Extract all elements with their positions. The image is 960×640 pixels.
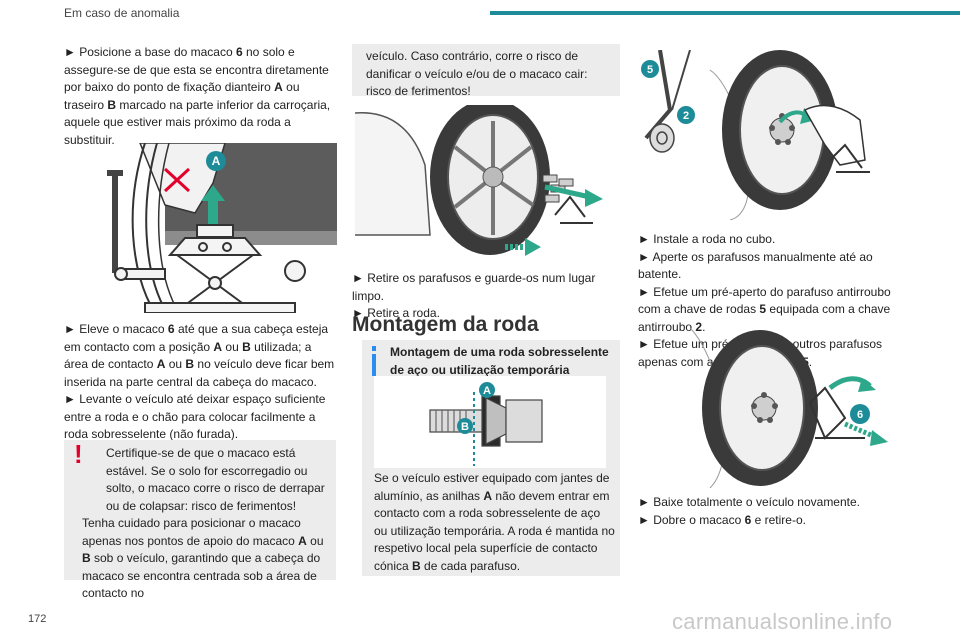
- warning-text-2: Tenha cuidado para posicionar o macaco a…: [82, 515, 330, 603]
- watermark: carmanualsonline.info: [672, 609, 893, 634]
- wheel-fitting-illustration: 5 2: [641, 50, 870, 220]
- paragraph-remove-bolts: ► Retire os parafusos e guarde-os num lu…: [352, 271, 596, 303]
- warning-text-span: Tenha cuidado para posicionar o macaco a…: [82, 516, 301, 548]
- paragraph-install-wheel: ► Instale a roda no cubo.: [638, 232, 776, 246]
- warning-icon: !: [74, 439, 83, 469]
- column-3-final-steps: ► Baixe totalmente o veículo novamente. …: [638, 494, 903, 529]
- lower-vehicle-illustration: 6: [689, 328, 888, 488]
- warning-ref-letter: B: [82, 551, 91, 565]
- label-6: 6: [857, 409, 863, 421]
- warning-text-span: ou: [306, 533, 324, 548]
- section-heading: Montagem da roda: [352, 313, 539, 336]
- warning-text-continued: veículo. Caso contrário, corre o risco d…: [366, 49, 588, 98]
- page-number: 172: [28, 613, 47, 625]
- warning-text-1: Certifique-se de que o macaco está estáv…: [106, 446, 325, 513]
- info-title: Montagem de uma roda sobresselente de aç…: [390, 345, 609, 377]
- paragraph-antitheft-bolt: ► Efetue um pré-aperto do parafuso antir…: [638, 284, 891, 334]
- paragraph-fold-jack: ► Dobre o macaco 6 e retire-o.: [638, 512, 806, 527]
- label-2-badge: [677, 106, 695, 124]
- warning-box-continued: veículo. Caso contrário, corre o risco d…: [352, 44, 620, 98]
- scissor-jack: [114, 224, 306, 313]
- paragraph-lift-vehicle: ► Levante o veículo até deixar espaço su…: [64, 392, 326, 441]
- warning-box: ! Certifique-se de que o macaco está est…: [64, 439, 336, 600]
- paragraph-tighten-hand: ► Aperte os parafusos manualmente até ao…: [638, 249, 873, 282]
- cross-mark-icon: [163, 167, 191, 193]
- label-a: A: [212, 154, 221, 168]
- warning-text-wrap: [82, 440, 326, 445]
- label-2: 2: [683, 110, 689, 122]
- column-1: ► Posicione a base do macaco 6 no solo e…: [64, 44, 336, 149]
- arrow-up-icon: [201, 185, 225, 235]
- crank-arrow-icon: [858, 378, 876, 392]
- label-a: A: [483, 385, 491, 397]
- warning-ref-letter: A: [298, 533, 307, 548]
- label-b: B: [461, 421, 469, 433]
- section-title: Em caso de anomalia: [64, 6, 180, 20]
- label-a-badge: [206, 151, 226, 171]
- column-1-lower: ► Eleve o macaco 6 até que a sua cabeça …: [64, 321, 336, 444]
- anti-theft-key: [649, 123, 675, 153]
- paragraph-lower-vehicle: ► Baixe totalmente o veículo novamente.: [638, 495, 860, 509]
- paragraph-position-jack: ► Posicione a base do macaco 6 no solo e…: [64, 45, 331, 147]
- arrow-out-icon: [525, 238, 541, 256]
- arrow-down-icon: [870, 430, 888, 446]
- arrow-right-icon: [585, 189, 603, 207]
- label-6-badge: [850, 404, 870, 424]
- info-icon: [372, 346, 376, 376]
- label-5-badge: [641, 60, 659, 78]
- paragraph-raise-jack: ► Eleve o macaco 6 até que a sua cabeça …: [64, 322, 335, 389]
- jack-under-car-illustration: A: [107, 143, 337, 313]
- label-5: 5: [647, 64, 653, 76]
- bolt-washer-illustration: A B: [374, 376, 606, 468]
- info-box: Montagem de uma roda sobresselente de aç…: [362, 340, 620, 576]
- paragraph-remove-wheel: ► Retire a roda.: [352, 306, 440, 320]
- warning-text-span: sob o veículo, garantindo que a cabeça d…: [82, 551, 321, 600]
- info-body: Se o veículo estiver equipado com jantes…: [374, 471, 615, 573]
- label-a-badge: [479, 382, 495, 398]
- header-accent-bar: [490, 11, 960, 15]
- label-b-badge: [457, 418, 473, 434]
- column-2-steps: ► Retire os parafusos e guarde-os num lu…: [352, 270, 620, 323]
- wheel-removal-illustration: [355, 105, 603, 256]
